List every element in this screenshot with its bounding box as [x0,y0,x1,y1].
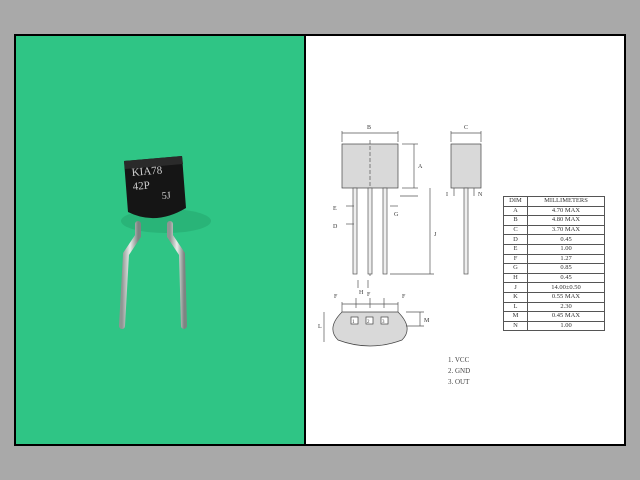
label-e: E [333,206,337,212]
marking-line-1: KIA78 [131,164,163,179]
row-dim: K [503,291,528,303]
row-dim: D [503,234,528,245]
row-value: 0.45 [527,272,605,284]
side-view-lead [463,187,469,275]
row-dim: N [503,320,528,332]
label-f-left: F [334,294,338,300]
row-dim: M [503,311,528,322]
row-value: 1.00 [527,320,605,332]
row-dim: E [503,243,528,255]
label-pin-3: 3 [382,320,385,325]
marking-line-3: 5J [161,190,171,202]
dimension-table-header: DIM MILLIMETERS [503,196,605,207]
row-dim: J [503,282,528,293]
marking-line-2: 42P [132,180,150,193]
label-m: M [424,318,430,324]
front-lead-2 [367,187,373,275]
row-value: 2.30 [527,301,605,313]
label-h: H [359,290,364,296]
package-outline-drawing: B A E D G J H C I N F F F L M 1 2 3 [318,125,483,347]
row-dim: B [503,215,528,226]
row-dim: A [503,205,528,217]
label-i: I [446,192,448,198]
row-dim: H [503,272,528,284]
side-view-body [450,143,482,189]
label-a: A [418,164,423,170]
lead-right [167,221,187,329]
component-photo: KIA78 42P 5J [16,36,304,444]
row-value: 4.70 MAX [527,205,605,217]
label-l: L [318,324,322,330]
row-value: 0.85 [527,263,605,274]
row-value: 14.00±0.50 [527,282,605,293]
label-b: B [367,125,371,131]
row-value: 1.27 [527,253,605,265]
label-pin-1: 1 [352,320,355,325]
pinout-item: 1. VCC [448,356,470,364]
row-dim: C [503,224,528,236]
label-n: N [478,192,483,198]
row-dim: F [503,253,528,265]
header-millimeters: MILLIMETERS [527,196,605,207]
mechanical-drawing: B A E D G J H C I N F F F L M 1 2 3 DIM … [306,36,624,444]
row-value: 0.45 MAX [527,311,605,322]
label-c: C [464,125,468,131]
label-j: J [434,232,437,238]
row-dim: L [503,301,528,313]
row-value: 3.70 MAX [527,224,605,236]
pinout-item: 3. OUT [448,378,470,386]
row-value: 0.55 MAX [527,291,605,303]
row-value: 4.80 MAX [527,215,605,226]
label-g: G [394,212,399,218]
front-lead-3 [382,187,388,275]
row-dim: G [503,263,528,274]
header-dim: DIM [503,196,528,207]
row-value: 0.45 [527,234,605,245]
row-value: 1.00 [527,243,605,255]
pinout-item: 2. GND [448,367,471,375]
label-f-right: F [402,294,406,300]
pinout-list: 1. VCC 2. GND 3. OUT [448,355,470,388]
front-lead-1 [352,187,358,275]
label-d: D [333,224,338,230]
transistor-body [124,156,186,219]
label-f-center: F [367,292,371,298]
transistor-photo-graphic: KIA78 42P 5J [119,156,211,329]
lead-left [119,221,141,329]
front-view-body [341,143,399,189]
label-pin-2: 2 [367,320,370,325]
